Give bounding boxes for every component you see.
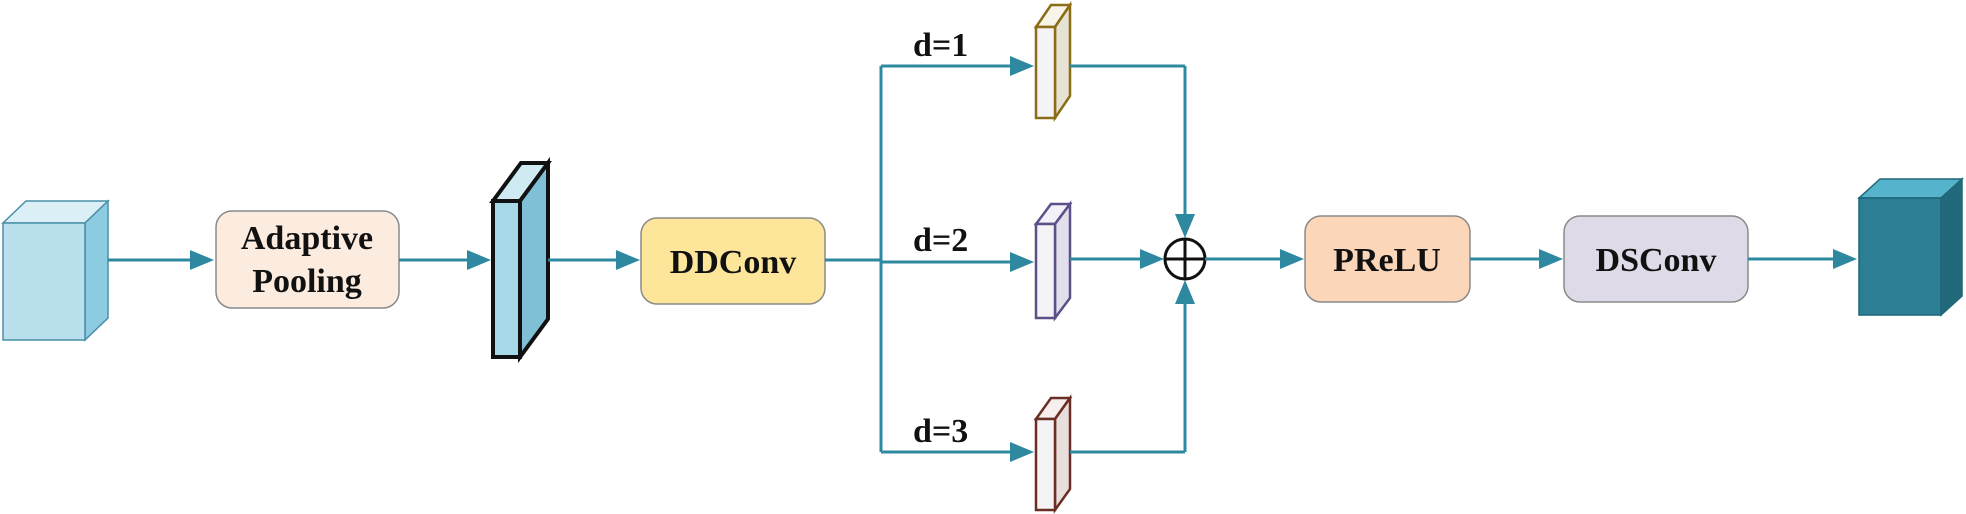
arrow-pooling-to-tensor xyxy=(399,250,491,270)
dsconv-label: DSConv xyxy=(1596,242,1717,279)
prelu-label: PReLU xyxy=(1333,242,1441,279)
branch-tensor-d3 xyxy=(1033,394,1073,514)
input-tensor xyxy=(1,199,110,342)
prelu-block: PReLU xyxy=(1304,215,1471,303)
adaptive-pooling-label-line1: Adaptive xyxy=(241,220,373,257)
dsconv-block: DSConv xyxy=(1563,215,1749,303)
branch-connectors xyxy=(825,56,1034,462)
arrow-sum-to-prelu xyxy=(1205,249,1304,269)
arrow-prelu-to-dsconv xyxy=(1470,249,1563,269)
branch-tensor-d2 xyxy=(1033,200,1073,322)
adaptive-pooling-block: Adaptive Pooling xyxy=(215,210,400,309)
branch-label-d3: d=3 xyxy=(913,413,968,450)
arrow-input-to-pooling xyxy=(108,250,214,270)
adaptive-pooling-label-line2: Pooling xyxy=(252,263,362,300)
branch-label-d1: d=1 xyxy=(913,27,968,64)
pooled-tensor xyxy=(489,156,552,364)
merge-connectors xyxy=(1070,64,1195,454)
arrow-tensor-to-ddconv xyxy=(548,250,640,270)
elementwise-sum-icon xyxy=(1163,237,1207,281)
ddconv-label: DDConv xyxy=(670,244,797,281)
branch-label-d2: d=2 xyxy=(913,222,968,259)
ddconv-block: DDConv xyxy=(640,217,826,305)
branch-tensor-d1 xyxy=(1033,0,1073,123)
output-tensor xyxy=(1857,177,1964,317)
arrow-dsconv-to-output xyxy=(1748,249,1857,269)
